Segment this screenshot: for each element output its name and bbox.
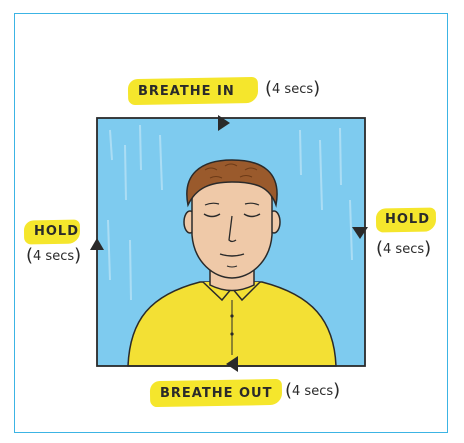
- step-duration-bottom: (4 secs): [285, 380, 340, 401]
- step-duration-right: (4 secs): [376, 238, 431, 259]
- face: [192, 178, 272, 279]
- step-label-left: HOLD: [34, 224, 79, 239]
- step-label-top: BREATHE IN: [138, 84, 235, 99]
- duration-text: 4 secs: [383, 242, 424, 257]
- duration-text: 4 secs: [33, 249, 74, 264]
- step-duration-top: (4 secs): [265, 78, 320, 99]
- step-duration-left: (4 secs): [26, 245, 81, 266]
- duration-text: 4 secs: [272, 82, 313, 97]
- duration-text: 4 secs: [292, 384, 333, 399]
- step-label-bottom: BREATHE OUT: [160, 386, 272, 401]
- step-label-right: HOLD: [385, 212, 430, 227]
